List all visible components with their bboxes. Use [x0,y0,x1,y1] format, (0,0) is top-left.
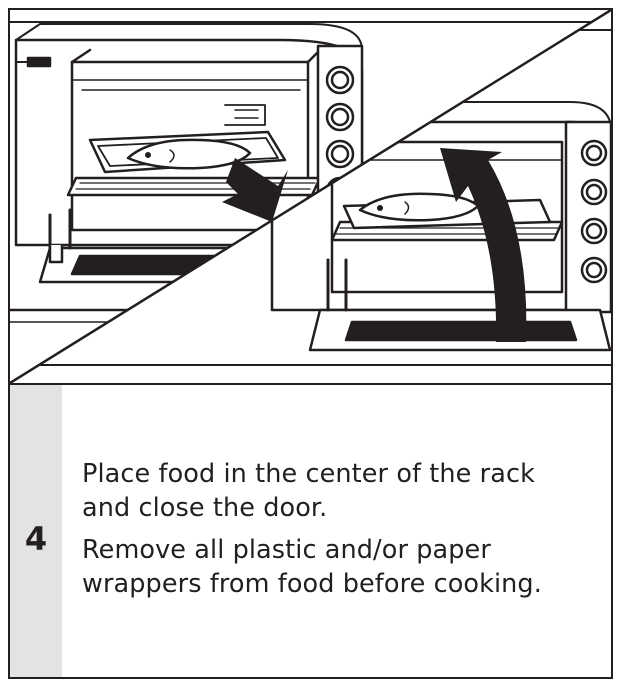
step-panel: 4 Place food in the center of the rack a… [10,385,611,677]
step-note: Remove all plastic and/or paper wrappers… [82,535,542,599]
step-number: 4 [24,520,48,558]
section-divider [10,383,611,385]
step-instruction: Place food in the center of the rack and… [82,459,535,523]
instruction-card: 4 Place food in the center of the rack a… [8,8,613,679]
close-door-arrow-icon [440,148,527,342]
illustration [10,10,611,383]
panel-divider [10,10,611,383]
step-text: Place food in the center of the rack and… [62,385,611,677]
insert-arrow-icon [222,158,288,222]
step-number-column: 4 [10,385,62,677]
